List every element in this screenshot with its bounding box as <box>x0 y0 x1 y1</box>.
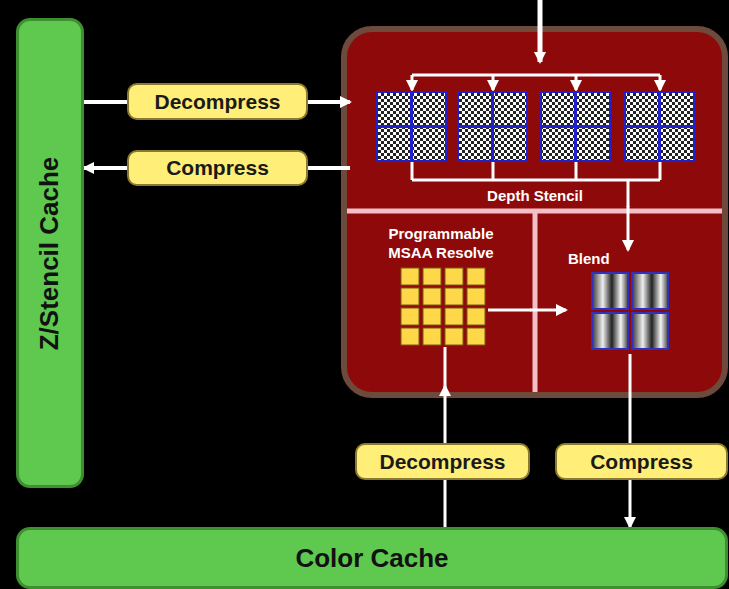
data-flow-arrow <box>308 100 350 104</box>
node-label: Compress <box>590 450 693 474</box>
node-label: Blend <box>568 250 610 267</box>
cache-box: Color Cache <box>16 527 728 589</box>
node-label: Decompress <box>154 90 280 114</box>
data-flow-arrow <box>627 206 630 250</box>
node-label: Z/Stencil Cache <box>35 156 66 350</box>
process-box: Compress <box>127 150 308 186</box>
blend-tiles <box>592 273 668 349</box>
sample-grid <box>401 268 485 345</box>
divider <box>533 211 538 392</box>
data-flow-arrow <box>444 480 447 527</box>
pipeline-block <box>344 29 725 395</box>
depth-bus <box>412 0 660 387</box>
node-label: Color Cache <box>295 543 448 574</box>
stage-region: Depth Stencil <box>350 38 720 206</box>
process-box: Decompress <box>355 443 530 480</box>
stage-region: Programmable MSAA Resolve <box>352 216 530 386</box>
data-flow-arrow <box>629 480 632 527</box>
process-box: Decompress <box>127 83 308 120</box>
stage-region: Blend <box>566 250 678 354</box>
depth-tiles <box>377 92 694 161</box>
data-flow-arrow <box>629 354 632 443</box>
node-label: Programmable MSAA Resolve <box>376 224 506 262</box>
data-flow-arrow <box>84 100 127 104</box>
node-label: Compress <box>166 156 269 180</box>
cache-box: Z/Stencil Cache <box>16 18 84 488</box>
data-flow-arrow <box>444 386 447 443</box>
node-label: Decompress <box>379 450 505 474</box>
data-flow-arrow <box>530 309 566 312</box>
data-flow-arrow <box>308 166 350 170</box>
process-box: Compress <box>555 443 728 480</box>
node-label: Depth Stencil <box>487 187 583 204</box>
data-flow-arrow <box>84 166 127 170</box>
